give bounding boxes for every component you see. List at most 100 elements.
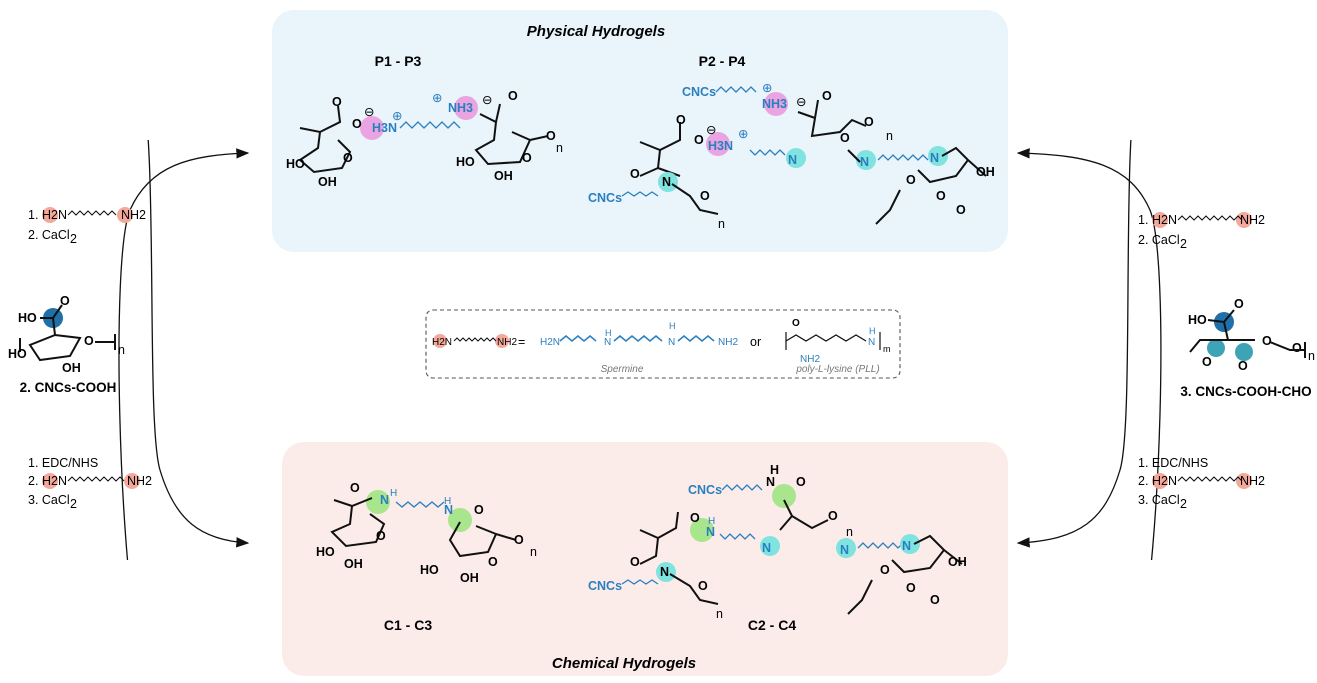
diamine-legend: H2N NH2 = H2N N H N H NH2 Spermine or O … [425, 309, 901, 379]
svg-text:H: H [669, 321, 676, 331]
svg-text:n: n [846, 525, 853, 539]
svg-text:HO: HO [456, 155, 475, 169]
structure-p2-p4: CNCs NH3 ⊕ ⊖ O O O n O O O ⊖ H3N ⊕ N N O… [588, 81, 995, 231]
svg-text:N: N [766, 475, 775, 489]
svg-text:⊕: ⊕ [392, 109, 402, 123]
chemical-hydrogels-title: Chemical Hydrogels [552, 655, 696, 672]
svg-text:CNCs: CNCs [688, 483, 722, 497]
svg-text:NH3: NH3 [762, 97, 787, 111]
svg-text:⊖: ⊖ [482, 93, 492, 107]
svg-text:n: n [556, 141, 563, 155]
chemical-hydrogels-panel [282, 442, 1008, 676]
structure-p1-p3: O O O HO OH ⊖ H3N ⊕ NH3 ⊕ ⊖ O O O HO OH … [286, 89, 563, 189]
svg-text:O: O [864, 115, 874, 129]
svg-text:N: N [868, 337, 875, 348]
svg-text:O: O [676, 113, 686, 127]
svg-text:H: H [770, 463, 779, 477]
diamine-h2n: H2N [42, 208, 67, 222]
svg-text:O: O [522, 151, 532, 165]
svg-text:NH2: NH2 [1240, 213, 1265, 227]
structure-c1-c3: O O N H N H O O O n HO OH HO OH [316, 481, 537, 585]
svg-text:NH2: NH2 [800, 354, 820, 365]
svg-text:H2N: H2N [432, 337, 452, 348]
svg-text:H: H [390, 488, 397, 499]
svg-text:CNCs: CNCs [588, 579, 622, 593]
svg-text:O: O [906, 581, 916, 595]
svg-text:N: N [762, 541, 771, 555]
svg-text:OH: OH [318, 175, 337, 189]
physical-hydrogels-title: Physical Hydrogels [527, 23, 665, 40]
svg-text:O: O [332, 95, 342, 109]
svg-text:n: n [530, 545, 537, 559]
svg-text:CNCs: CNCs [682, 85, 716, 99]
sample-label-p1-p3: P1 - P3 [375, 53, 422, 69]
sample-label-c1-c3: C1 - C3 [384, 617, 432, 633]
arrow-left-to-chemical [137, 69, 250, 548]
svg-text:n: n [716, 607, 723, 621]
svg-text:N: N [662, 175, 671, 189]
svg-text:O: O [880, 563, 890, 577]
svg-text:HO: HO [420, 563, 439, 577]
svg-text:H2N: H2N [1152, 213, 1177, 227]
svg-text:H2N: H2N [42, 474, 67, 488]
svg-text:O: O [1234, 297, 1244, 311]
svg-text:⊕: ⊕ [432, 91, 442, 105]
svg-text:O: O [1262, 334, 1272, 348]
pll-label: poly-L-lysine (PLL) [795, 364, 879, 375]
svg-text:H3N: H3N [372, 121, 397, 135]
svg-text:⊖: ⊖ [706, 123, 716, 137]
svg-text:O: O [352, 117, 362, 131]
svg-text:HO: HO [8, 347, 27, 361]
svg-text:O: O [828, 509, 838, 523]
structure-c2-c4: CNCs N H O O n O O N H N N O n CNCs N N … [588, 463, 967, 621]
svg-text:or: or [750, 335, 761, 349]
svg-text:CNCs: CNCs [588, 191, 622, 205]
svg-text:n: n [718, 217, 725, 231]
svg-text:O: O [546, 129, 556, 143]
arrow-right-to-physical [1016, 148, 1162, 641]
svg-text:O: O [474, 503, 484, 517]
svg-text:N: N [604, 337, 611, 348]
svg-text:1. EDC/NHS: 1. EDC/NHS [1138, 456, 1208, 470]
svg-text:2: 2 [1180, 497, 1187, 511]
svg-text:N: N [930, 151, 939, 165]
svg-text:O: O [822, 89, 832, 103]
svg-text:O: O [956, 203, 966, 217]
svg-text:N: N [660, 565, 669, 579]
svg-text:OH: OH [494, 169, 513, 183]
svg-text:O: O [376, 529, 386, 543]
svg-text:O: O [514, 533, 524, 547]
svg-text:2: 2 [1180, 237, 1187, 251]
svg-text:O: O [84, 334, 94, 348]
svg-text:N: N [380, 493, 389, 507]
svg-text:⊕: ⊕ [762, 81, 772, 95]
svg-text:OH: OH [62, 361, 81, 375]
svg-text:2.: 2. [1138, 474, 1148, 488]
svg-text:H: H [869, 326, 876, 336]
svg-text:N: N [706, 525, 715, 539]
svg-text:2. CaCl: 2. CaCl [28, 228, 70, 242]
svg-text:2. CaCl: 2. CaCl [1138, 233, 1180, 247]
svg-text:N: N [902, 539, 911, 553]
diamine-nh2: NH2 [121, 208, 146, 222]
svg-text:O: O [792, 318, 800, 329]
svg-text:H3N: H3N [708, 139, 733, 153]
svg-text:H2N: H2N [1152, 474, 1177, 488]
svg-text:NH2: NH2 [718, 337, 738, 348]
svg-text:NH2: NH2 [497, 337, 517, 348]
svg-text:O: O [488, 555, 498, 569]
svg-text:O: O [508, 89, 518, 103]
svg-text:NH3: NH3 [448, 101, 473, 115]
svg-text:⊖: ⊖ [796, 95, 806, 109]
svg-text:N: N [788, 153, 797, 167]
svg-text:NH2: NH2 [127, 474, 152, 488]
sample-label-c2-c4: C2 - C4 [748, 617, 796, 633]
svg-text:=: = [518, 335, 525, 349]
svg-text:2: 2 [70, 232, 77, 246]
svg-text:m: m [883, 344, 891, 354]
svg-text:O: O [796, 475, 806, 489]
